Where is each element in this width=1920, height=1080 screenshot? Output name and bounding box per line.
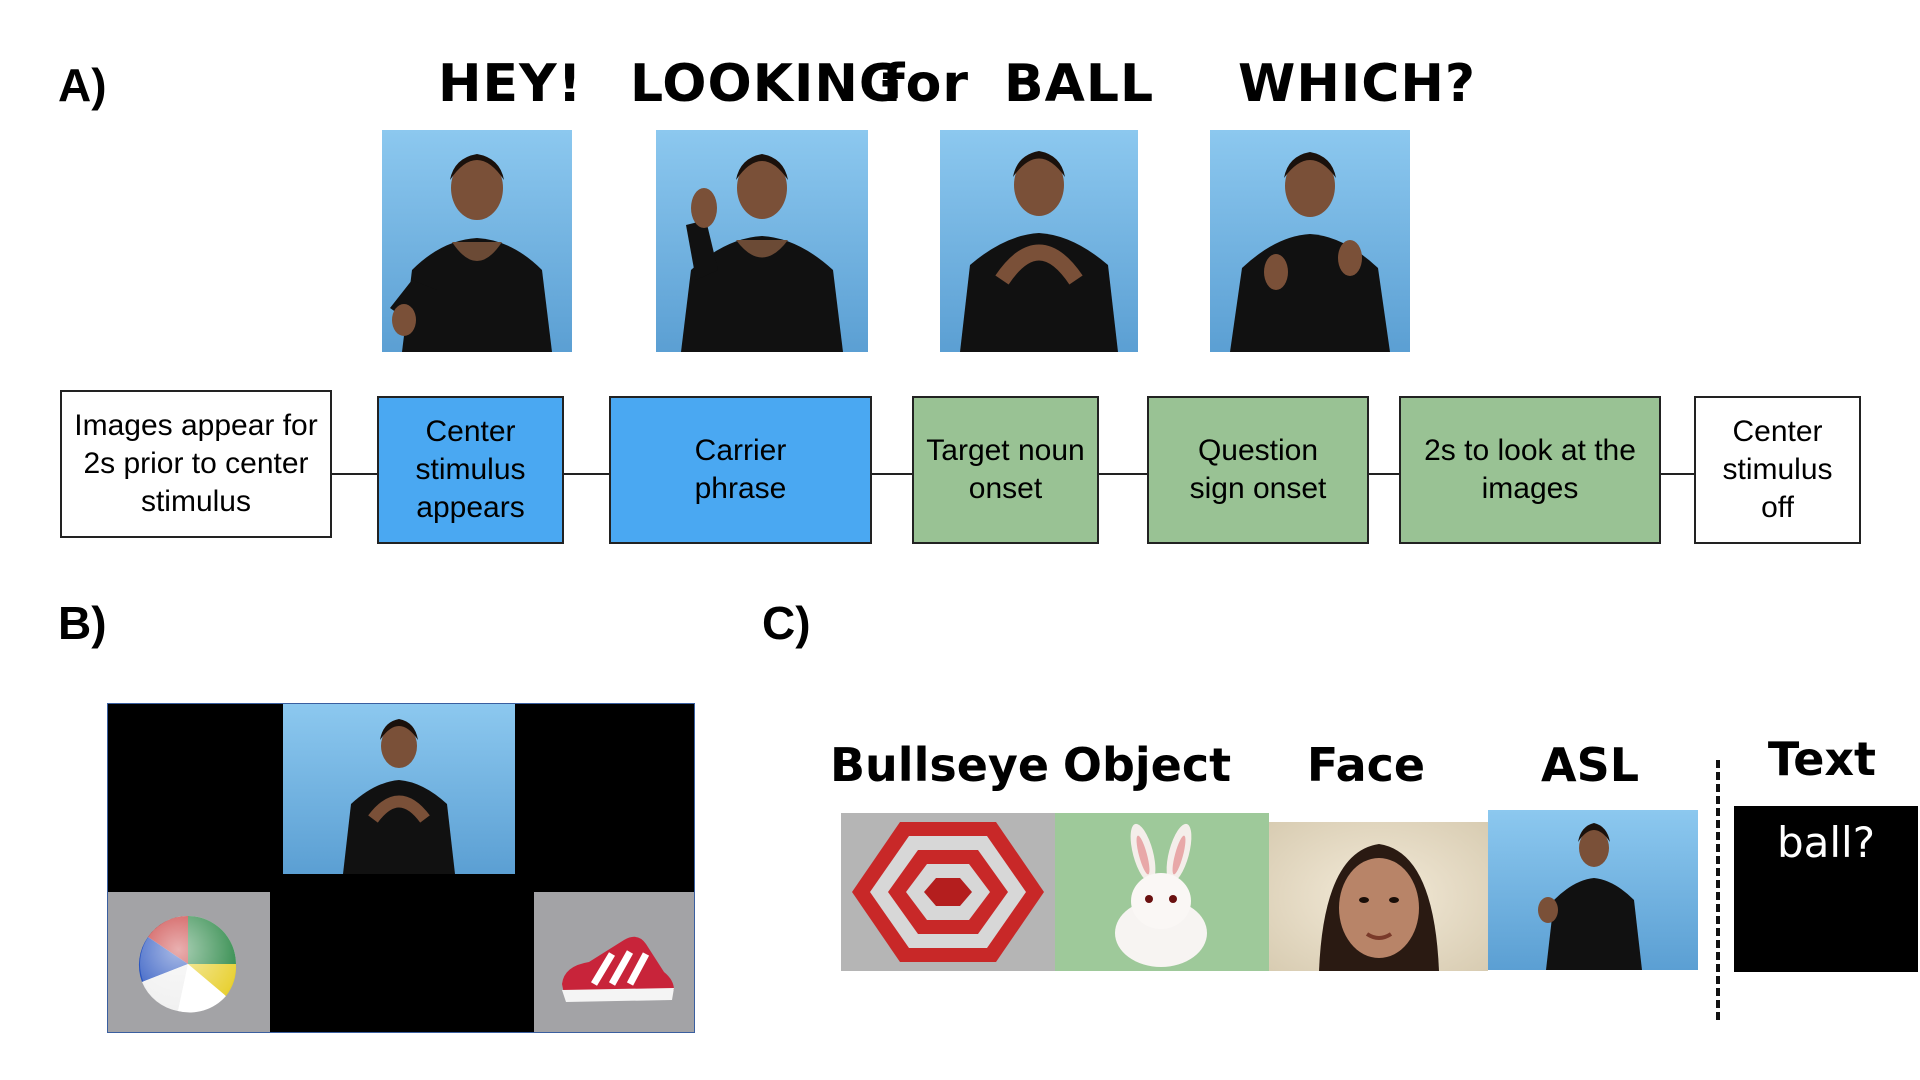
signer-frame-looking [656,130,868,352]
condition-label-bullseye: Bullseye [830,738,1050,792]
condition-label-text: Text [1767,732,1877,786]
word-looking: LOOKING [630,54,903,114]
connector-4 [1098,473,1148,475]
word-which: WHICH? [1238,54,1477,114]
signer-frame-ball [940,130,1138,352]
signer-frame-hey [382,130,572,352]
condition-label-asl: ASL [1540,738,1640,792]
panel-c-label: C) [762,597,811,649]
face-image [1269,822,1488,971]
sneaker-image [534,892,694,1032]
signer-image [1488,810,1698,970]
word-for: for [882,54,969,114]
text-card: ball? [1734,806,1918,972]
signer-frame-which [1210,130,1410,352]
looking-while-listening-display [107,703,695,1033]
word-hey: HEY! [438,54,583,114]
bullseye-icon [841,813,1055,971]
condition-label-object: Object [1062,738,1232,792]
panel-a-label: A) [58,59,107,111]
dashed-divider [1716,760,1720,1020]
center-signer-video [283,704,515,874]
beach-ball-image [108,892,270,1032]
text-stimulus-word: ball? [1776,818,1876,867]
word-ball: BALL [1004,54,1155,114]
panel-b-label: B) [58,597,107,649]
connector-3 [870,473,912,475]
condition-label-face: Face [1306,738,1426,792]
connector-6 [1660,473,1694,475]
connector-5 [1368,473,1400,475]
rabbit-image [1055,813,1269,971]
connector-2 [562,473,610,475]
connector-1 [332,473,378,475]
